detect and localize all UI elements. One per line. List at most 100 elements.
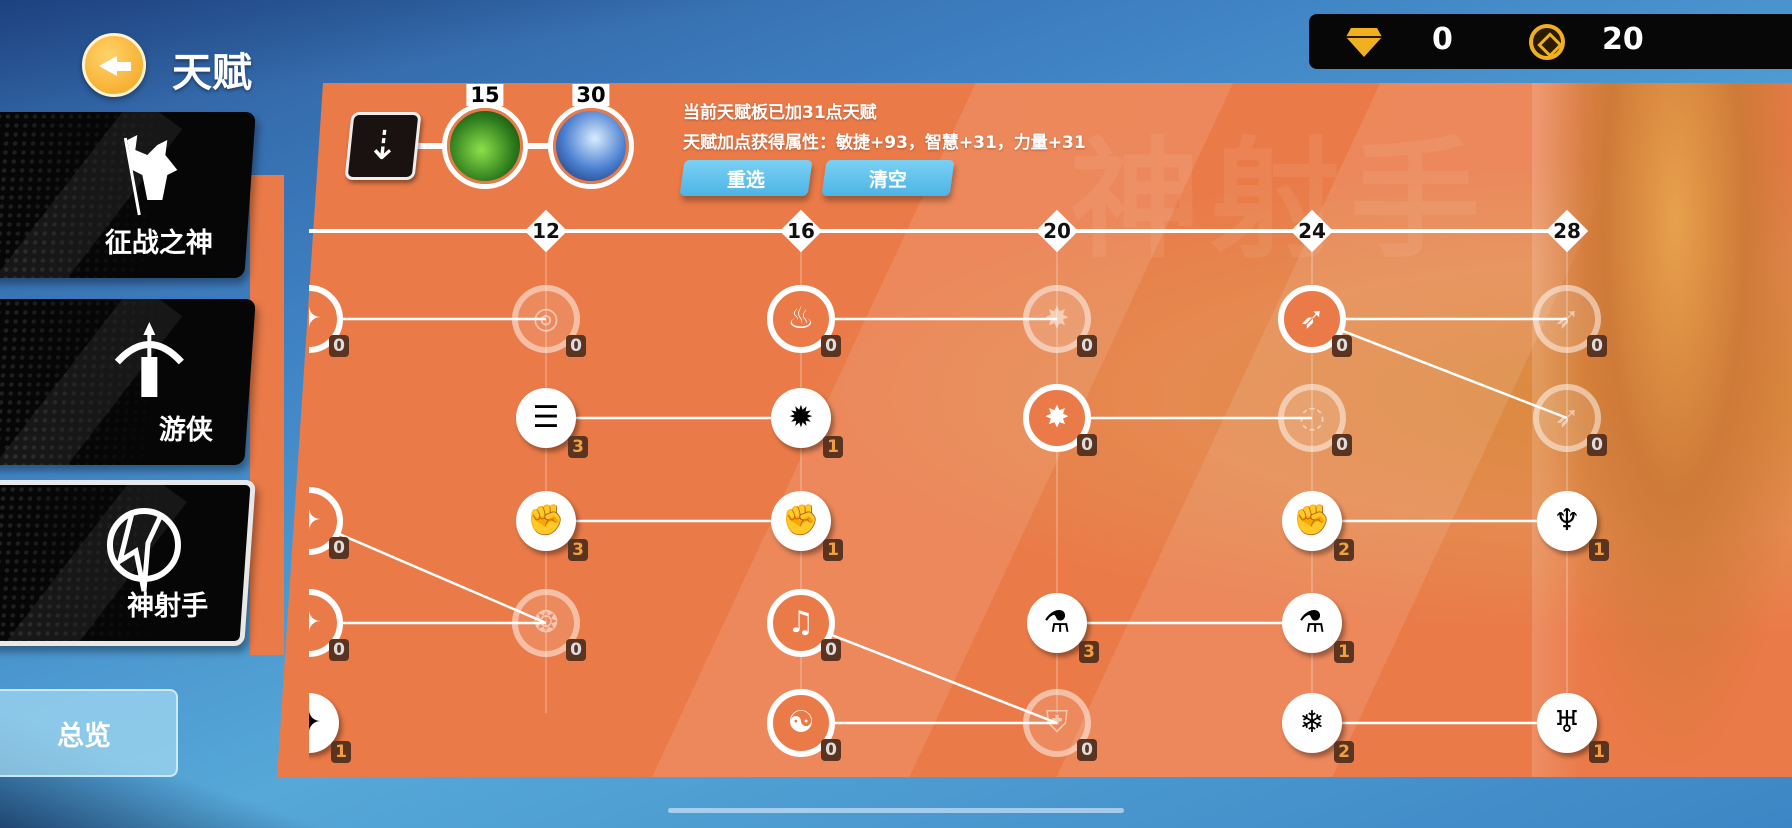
- talent-links: [309, 317, 1568, 725]
- coin-count: 20: [1602, 22, 1644, 57]
- talent-points-badge: 0: [821, 639, 841, 661]
- talent-points-badge: 1: [823, 539, 843, 561]
- talent-icon: ☰: [532, 400, 560, 435]
- level-column-line: [1311, 233, 1313, 713]
- talent-icon: ➶: [1554, 301, 1580, 336]
- talent-points-badge: 0: [329, 537, 349, 559]
- class-label: 征战之神: [104, 228, 213, 259]
- panel-watermark: 神射手: [1070, 124, 1491, 276]
- talent-icon: ✊: [527, 503, 565, 538]
- ultimate-skill-30[interactable]: 30: [548, 84, 634, 189]
- talent-points-badge: 0: [1077, 434, 1097, 456]
- talent-icon: ✦: [309, 506, 322, 536]
- talent-node[interactable]: ✸0: [1023, 384, 1097, 456]
- talent-tree: 1216202428✦0◎0♨0✸0➶0➶0☰3✹1✸0◌0➶0✦0✊3✊1✊2…: [309, 83, 1792, 777]
- level-marker: 16: [781, 211, 821, 251]
- level-column-line: [1566, 233, 1568, 713]
- talent-icon: ➶: [1554, 400, 1580, 435]
- talent-icon: ✹: [788, 400, 814, 435]
- talent-points-info: 当前天赋板已加31点天赋: [683, 103, 877, 123]
- talent-icon: ♅: [1553, 705, 1581, 740]
- level-column-line: [1056, 233, 1058, 713]
- talent-link: [309, 519, 547, 625]
- talent-node[interactable]: ♨0: [767, 285, 841, 357]
- talent-icon: ◎: [532, 301, 560, 336]
- talent-node[interactable]: ◎0: [512, 285, 586, 357]
- talent-node[interactable]: ❄2: [1282, 693, 1354, 763]
- coin-icon: [1529, 24, 1565, 60]
- talent-points-badge: 0: [1587, 434, 1607, 456]
- level-label: 28: [1553, 219, 1581, 243]
- ultimate-skill-15[interactable]: 15: [442, 84, 528, 189]
- talent-points-badge: 1: [331, 741, 351, 763]
- talent-node[interactable]: ✹1: [771, 388, 843, 458]
- overview-button[interactable]: 总览: [0, 689, 178, 777]
- back-button[interactable]: [82, 33, 146, 97]
- talent-icon: ♨: [787, 301, 815, 336]
- talent-icon: ⚗: [1043, 605, 1071, 640]
- talent-node[interactable]: ➶0: [1533, 384, 1607, 456]
- talent-node[interactable]: ⚗3: [1027, 593, 1099, 663]
- talent-icon: ✊: [782, 503, 820, 538]
- talent-attributes-info: 天赋加点获得属性：敏捷+93，智慧+31，力量+31: [683, 133, 1086, 153]
- talent-points-badge: 0: [566, 335, 586, 357]
- talent-icon: ⛨: [1045, 705, 1069, 740]
- talent-node[interactable]: ◌0: [1278, 384, 1352, 456]
- level-marker: 12: [526, 211, 566, 251]
- talent-node[interactable]: ➶0: [1278, 285, 1352, 357]
- talent-points-badge: 0: [821, 335, 841, 357]
- talent-link: [1311, 317, 1568, 420]
- talent-icon: ❄: [1299, 705, 1325, 740]
- talent-node[interactable]: ☯0: [767, 689, 841, 761]
- level-track: [309, 229, 1567, 233]
- class-card-warlord[interactable]: 征战之神: [0, 112, 256, 278]
- talent-points-badge: 0: [566, 639, 586, 661]
- talent-points-badge: 1: [1589, 539, 1609, 561]
- level-marker: 24: [1292, 211, 1332, 251]
- talent-node[interactable]: ♅1: [1537, 693, 1609, 763]
- ultimate-level: 15: [466, 84, 504, 106]
- sidebar-accent: [250, 175, 284, 655]
- level-marker: 20: [1037, 211, 1077, 251]
- talent-node[interactable]: ➶0: [1533, 285, 1607, 357]
- talent-icon: ⚗: [1298, 605, 1326, 640]
- talent-points-badge: 3: [568, 539, 588, 561]
- level-label: 24: [1298, 219, 1326, 243]
- marksman-arrows-icon: [106, 508, 181, 592]
- talent-points-badge: 0: [1077, 739, 1097, 761]
- talent-points-badge: 0: [329, 335, 349, 357]
- level-label: 20: [1043, 219, 1071, 243]
- talent-icon: ✦: [309, 708, 322, 738]
- talent-icon: ✦: [309, 608, 322, 638]
- talent-icon: ➶: [1299, 301, 1325, 336]
- class-card-ranger[interactable]: 游侠: [0, 299, 256, 465]
- currency-bar: 0 20: [1309, 14, 1792, 69]
- level-column-line: [545, 233, 547, 713]
- talent-node[interactable]: ✊3: [516, 491, 588, 561]
- class-card-marksman[interactable]: 神射手: [0, 480, 256, 646]
- diamond-icon: [1346, 28, 1382, 57]
- talent-node[interactable]: ✊1: [771, 491, 843, 561]
- class-label: 游侠: [158, 415, 213, 446]
- talent-points-badge: 2: [1334, 539, 1354, 561]
- talent-icon: ✦: [309, 304, 322, 334]
- talent-node[interactable]: ☰3: [516, 388, 588, 458]
- talent-points-badge: 1: [823, 436, 843, 458]
- talent-points-badge: 0: [1332, 434, 1352, 456]
- talent-points-badge: 3: [1079, 641, 1099, 663]
- overview-label: 总览: [57, 720, 111, 752]
- level-label: 12: [532, 219, 560, 243]
- talent-node[interactable]: ♫0: [767, 589, 841, 661]
- talent-icon: ✸: [1044, 400, 1070, 435]
- talent-points-badge: 0: [1587, 335, 1607, 357]
- ranger-bow-icon: [114, 322, 184, 397]
- page-title: 天赋: [172, 50, 252, 96]
- talent-node[interactable]: ❂0: [512, 589, 586, 661]
- talent-node[interactable]: ✊2: [1282, 491, 1354, 561]
- talent-icon: ❂: [533, 605, 559, 640]
- talent-icon: ♆: [1553, 503, 1581, 538]
- talent-node[interactable]: ⚗1: [1282, 593, 1354, 663]
- talent-node[interactable]: ✸0: [1023, 285, 1097, 357]
- talent-node[interactable]: ♆1: [1537, 491, 1609, 561]
- talent-node[interactable]: ⛨0: [1023, 689, 1097, 761]
